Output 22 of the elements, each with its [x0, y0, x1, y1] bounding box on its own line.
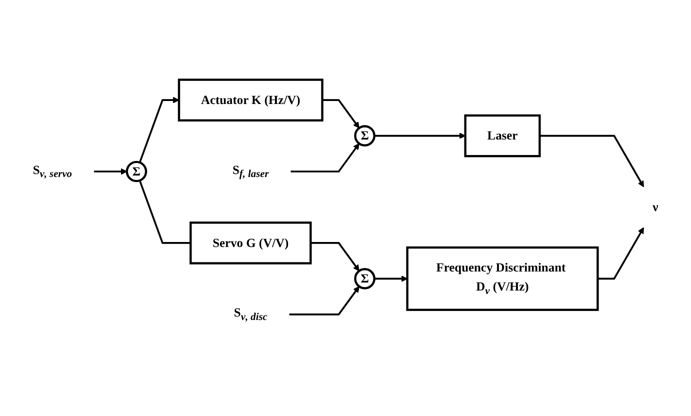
arrow [598, 227, 644, 280]
arrow [310, 242, 360, 272]
node-box: Actuator K (Hz/V) [178, 78, 324, 122]
node-text: S$_{ν, disc}$ [234, 306, 268, 323]
node-text: S$_{ν, servo}$ [32, 162, 72, 180]
node-text: S$_{f, laser}$ [232, 162, 269, 180]
arrow [94, 168, 128, 175]
arrow [322, 99, 360, 128]
node-circle: Σ [354, 125, 376, 146]
connector [138, 180, 191, 244]
node-text: ν [652, 200, 658, 214]
node-box: Servo G (V/V) [190, 222, 312, 264]
arrow [374, 275, 408, 282]
arrow [540, 134, 644, 188]
node-circle: Σ [126, 160, 148, 182]
arrow [289, 286, 360, 316]
node-circle: Σ [354, 268, 376, 290]
arrow [290, 143, 360, 172]
arrow [138, 96, 180, 163]
node-box: Frequency Discriminant D$_{ν}$ (V/Hz) [406, 246, 599, 311]
arrow [374, 132, 466, 140]
node-box: Laser [464, 114, 541, 158]
